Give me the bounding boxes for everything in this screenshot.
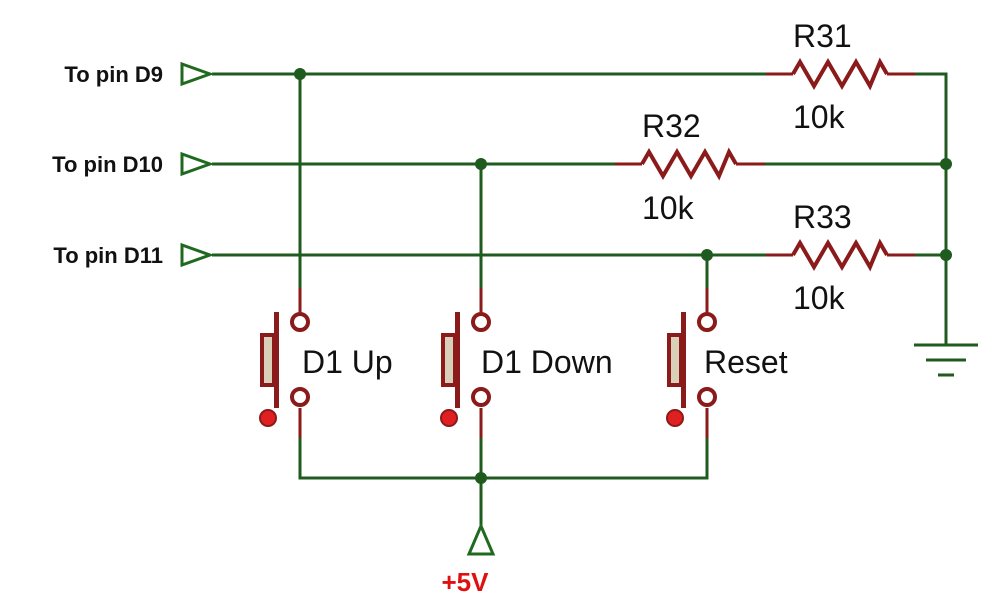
port-d11-terminal-icon	[180, 242, 215, 268]
resistor-r33-value: 10k	[793, 280, 846, 316]
button-actuator	[681, 312, 686, 408]
ground-symbol-icon	[914, 343, 978, 377]
button-state-indicator-icon	[666, 409, 684, 427]
button-body	[441, 333, 457, 387]
resistor-r32-value: 10k	[642, 190, 695, 226]
button-body	[260, 333, 276, 387]
wires	[212, 72, 948, 526]
resistor-r32: R32 10k	[615, 108, 765, 226]
junction-dot	[701, 249, 713, 261]
button-reset-label: Reset	[704, 344, 788, 380]
button-pin-bottom	[290, 387, 310, 407]
button-pin-bottom	[697, 387, 717, 407]
power-terminal: +5V	[442, 522, 496, 597]
button-pin-bottom	[471, 387, 491, 407]
resistor-zigzag-icon	[791, 57, 889, 91]
button-pin-top	[697, 312, 717, 332]
port-d11-label: To pin D11	[53, 243, 163, 268]
resistor-zigzag-icon	[791, 238, 889, 272]
junction-dot	[940, 249, 952, 261]
button-body	[667, 333, 683, 387]
junction-dot	[294, 68, 306, 80]
junctions	[294, 68, 952, 484]
junction-dot	[475, 158, 487, 170]
port-d10-terminal-icon	[180, 151, 215, 177]
power-label: +5V	[442, 567, 490, 597]
button-actuator	[274, 312, 279, 408]
pushbutton-d1-up: D1 Up	[259, 288, 393, 438]
resistor-r31: R31 10k	[766, 18, 915, 135]
pushbutton-d1-down: D1 Down	[440, 288, 613, 438]
junction-dot	[940, 158, 952, 170]
resistor-r33: R33 10k	[766, 199, 915, 316]
junction-dot	[475, 472, 487, 484]
port-d10-label: To pin D10	[52, 152, 163, 177]
button-d1-up-label: D1 Up	[302, 344, 393, 380]
wire-r31-right	[915, 72, 948, 345]
button-state-indicator-icon	[259, 409, 277, 427]
resistor-r33-ref: R33	[793, 199, 852, 235]
resistor-r31-value: 10k	[793, 99, 846, 135]
button-state-indicator-icon	[440, 409, 458, 427]
pushbutton-reset: Reset	[666, 288, 788, 438]
power-terminal-icon	[466, 522, 496, 556]
button-pin-top	[290, 312, 310, 332]
button-d1-down-label: D1 Down	[481, 344, 613, 380]
port-d9-label: To pin D9	[64, 62, 163, 87]
resistor-r32-ref: R32	[642, 108, 701, 144]
wire-5v-bus	[298, 438, 709, 480]
port-d9-terminal-icon	[180, 61, 215, 87]
resistor-r31-ref: R31	[793, 18, 852, 54]
button-actuator	[455, 312, 460, 408]
button-pin-top	[471, 312, 491, 332]
port-terminals: To pin D9 To pin D10 To pin D11	[52, 61, 215, 268]
resistor-zigzag-icon	[640, 147, 738, 181]
